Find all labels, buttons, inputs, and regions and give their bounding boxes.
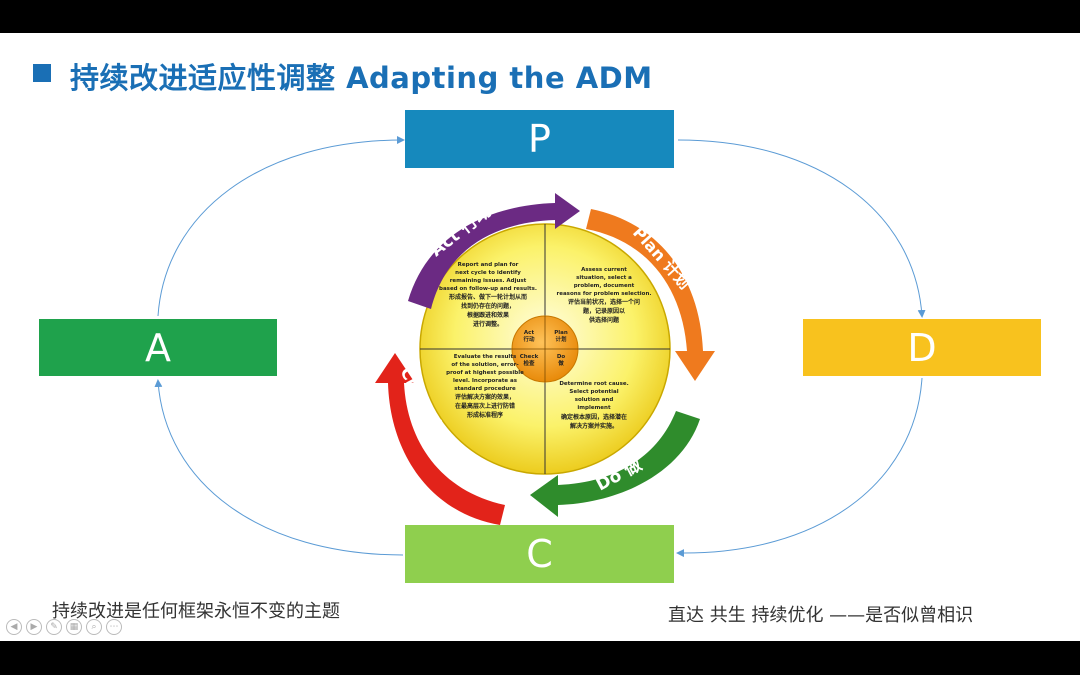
svg-text:proof at highest possible: proof at highest possible <box>446 370 524 376</box>
svg-text:评估当前状况，选择一个问: 评估当前状况，选择一个问 <box>568 298 640 306</box>
slide-title: 持续改进适应性调整 Adapting the ADM <box>70 61 653 95</box>
svg-text:reasons for problem selection.: reasons for problem selection. <box>557 291 652 297</box>
cycle-box-d: D <box>803 319 1041 376</box>
svg-text:of the solution, error-: of the solution, error- <box>451 362 518 368</box>
next-icon[interactable]: ▶ <box>26 619 42 635</box>
svg-text:找到仍存在的问题，: 找到仍存在的问题， <box>461 302 515 310</box>
svg-text:Determine root cause.: Determine root cause. <box>559 381 628 387</box>
svg-text:题，记录原因以: 题，记录原因以 <box>582 307 625 315</box>
cycle-box-p: P <box>405 110 674 168</box>
connector-a-p <box>157 136 405 317</box>
svg-text:implement: implement <box>577 405 611 411</box>
svg-text:解决方案并实施。: 解决方案并实施。 <box>570 422 618 430</box>
svg-text:确定根本原因，选择潜在: 确定根本原因，选择潜在 <box>561 413 627 421</box>
svg-text:situation, select a: situation, select a <box>576 275 632 281</box>
connector-p-d <box>677 139 926 318</box>
svg-text:评估解决方案的效果，: 评估解决方案的效果， <box>455 393 515 401</box>
center-check-cn: 检查 <box>523 359 535 367</box>
svg-text:Assess current: Assess current <box>581 267 627 273</box>
center-plan: Plan <box>554 330 568 336</box>
do-arrow <box>530 411 700 517</box>
cycle-box-a: A <box>39 319 277 376</box>
quadrant-do-text: Determine root cause. Select potential s… <box>559 381 628 430</box>
center-do-cn: 做 <box>557 359 564 367</box>
center-check: Check <box>520 354 539 360</box>
svg-text:形成标准程序: 形成标准程序 <box>467 411 503 419</box>
more-icon[interactable]: ⋯ <box>106 619 122 635</box>
svg-text:供选择问题: 供选择问题 <box>588 316 620 324</box>
svg-text:problem, document: problem, document <box>574 283 635 289</box>
svg-text:进行调整。: 进行调整。 <box>473 320 503 328</box>
zoom-icon[interactable]: ⌕ <box>86 619 102 635</box>
svg-text:remaining issues. Adjust: remaining issues. Adjust <box>450 278 527 284</box>
svg-text:形成报告、做下一轮计划从而: 形成报告、做下一轮计划从而 <box>449 293 527 301</box>
footer-right-text: 直达 共生 持续优化 ——是否似曾相识 <box>668 605 974 626</box>
quadrant-act-text: Report and plan for next cycle to identi… <box>439 262 537 328</box>
slides-icon[interactable]: ▦ <box>66 619 82 635</box>
svg-text:在最高层次上进行防错: 在最高层次上进行防错 <box>455 402 515 410</box>
connector-c-a <box>154 379 404 556</box>
quadrant-plan-text: Assess current situation, select a probl… <box>557 267 652 324</box>
check-arrow <box>375 353 505 525</box>
svg-text:Evaluate the results: Evaluate the results <box>454 354 517 360</box>
plan-arrow <box>586 209 715 381</box>
center-act-cn: 行动 <box>522 335 535 343</box>
act-arrow <box>408 193 580 309</box>
svg-text:standard procedure: standard procedure <box>454 386 516 392</box>
center-act: Act <box>524 330 535 336</box>
svg-text:根据跟进和效果: 根据跟进和效果 <box>467 311 509 319</box>
cycle-box-c: C <box>405 525 674 583</box>
cycle-diagram: Act 行动 Plan 计划 Check 检查 Do 做 Report and … <box>154 136 926 558</box>
slide: 持续改进适应性调整 Adapting the ADM <box>0 33 1080 641</box>
title-bullet-icon <box>33 64 51 82</box>
pen-icon[interactable]: ✎ <box>46 619 62 635</box>
svg-text:based on follow-up and results: based on follow-up and results. <box>439 286 537 292</box>
footer-left-text: 持续改进是任何框架永恒不变的主题 <box>52 601 340 622</box>
svg-text:next cycle to identify: next cycle to identify <box>455 270 521 276</box>
center-plan-cn: 计划 <box>555 335 567 343</box>
prev-icon[interactable]: ◀ <box>6 619 22 635</box>
svg-text:Select potential: Select potential <box>569 389 618 395</box>
svg-text:solution and: solution and <box>575 397 614 403</box>
svg-text:level. Incorporate as: level. Incorporate as <box>453 378 518 384</box>
svg-text:Report and plan for: Report and plan for <box>458 262 519 268</box>
center-do: Do <box>557 354 566 360</box>
quadrant-check-text: Evaluate the results of the solution, er… <box>446 354 524 419</box>
connector-d-c <box>676 377 923 558</box>
slideshow-nav: ◀ ▶ ✎ ▦ ⌕ ⋯ <box>6 619 122 635</box>
